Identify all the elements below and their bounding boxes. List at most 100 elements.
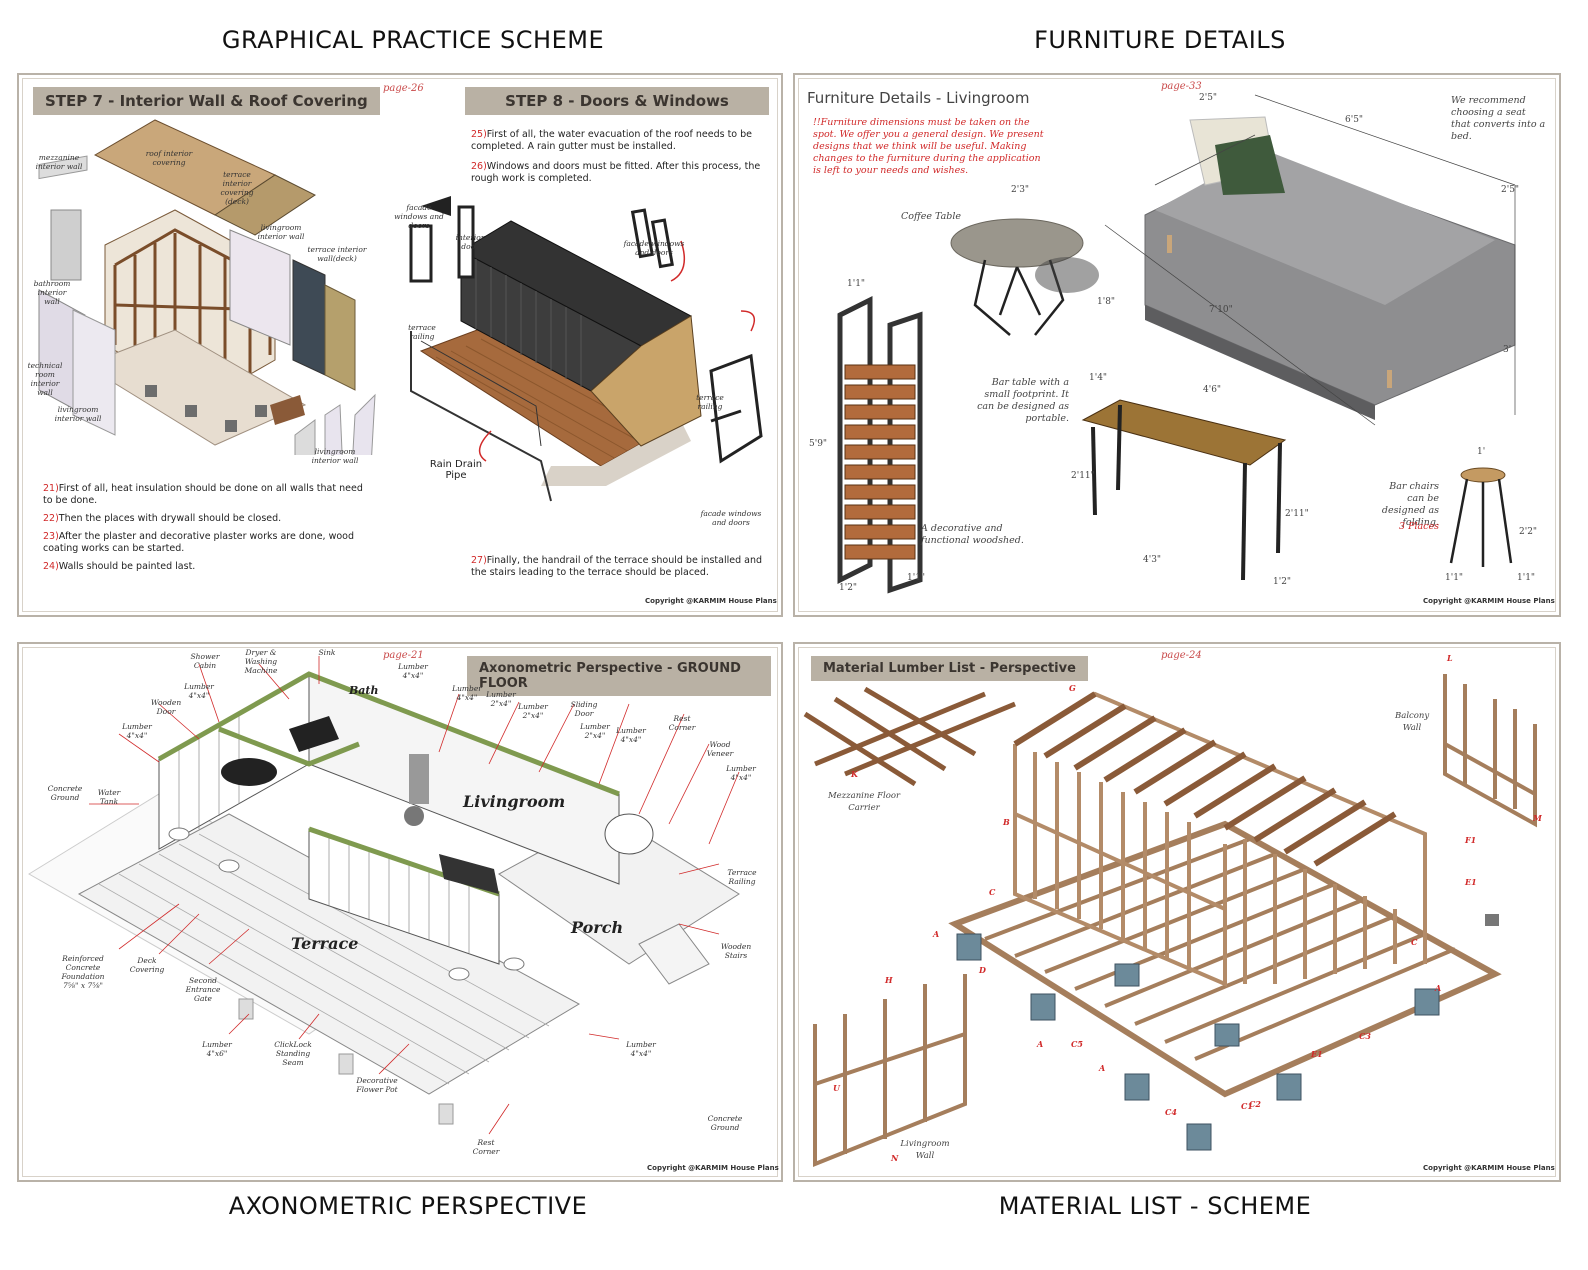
dim-coffee-width: 2'3" <box>1011 185 1030 195</box>
code-c1: C2 <box>1249 1099 1261 1109</box>
step8-illustration <box>409 196 763 502</box>
room-porch: Porch <box>571 918 624 937</box>
dim-bartable-height-2: 2'11" <box>1285 509 1309 519</box>
coffee-table-label: Coffee Table <box>901 211 961 222</box>
dim-woodshed-base2: 1'1" <box>907 573 926 583</box>
bar-chairs-note: Bar chairs can be designed as folding. <box>1381 481 1439 528</box>
label-facade-3: facade windows and doors <box>700 509 762 527</box>
label-terrace-railing: Terrace Railing <box>727 868 757 886</box>
dim-chair-base1: 1'1" <box>1445 573 1464 583</box>
code-a-4: A <box>1037 1039 1044 1049</box>
step8-title: STEP 8 - Doors & Windows <box>465 87 769 115</box>
note-21: 21)First of all, heat insulation should … <box>43 483 363 506</box>
label-lumber-9: Lumber 4"x4" <box>726 764 756 782</box>
panel-furniture-details: Furniture Details - Livingroom page-33 !… <box>793 73 1561 617</box>
caption-material-list: MATERIAL LIST - SCHEME <box>998 1192 1312 1220</box>
dim-bartable-height: 2'11" <box>1071 471 1095 481</box>
code-a-3: A <box>1099 1063 1106 1073</box>
dim-sofa-width: 6'5" <box>1345 115 1364 125</box>
woodshed-note: A decorative and functional woodshed. <box>921 523 1024 546</box>
step7-title: STEP 7 - Interior Wall & Roof Covering <box>33 87 380 115</box>
note-26: 26)Windows and doors must be fitted. Aft… <box>471 161 761 184</box>
code-e1-2: E1 <box>1311 1049 1323 1059</box>
sofa-note: We recommend choosing a seat that conver… <box>1451 95 1546 142</box>
label-terrace-railing-2: terrace railing <box>696 393 724 411</box>
label-wood-veneer: Wood Veneer <box>706 740 734 758</box>
balcony-label: Balcony Wall <box>1395 711 1430 733</box>
note-23: 23)After the plaster and decorative plas… <box>43 531 355 554</box>
bar-table-note: Bar table with a small footprint. It can… <box>977 377 1069 424</box>
code-a-2: A <box>1435 983 1442 993</box>
label-clicklock: ClickLock Standing Seam <box>274 1040 312 1067</box>
note-24: 24)Walls should be painted last. <box>43 561 196 572</box>
label-sliding-door: Sliding Door <box>570 700 598 718</box>
label-rest-corner: Rest Corner <box>668 714 696 732</box>
axonometric-title: Axonometric Perspective - GROUND FLOOR <box>467 656 771 696</box>
dim-woodshed-height: 5'9" <box>809 439 828 449</box>
code-n: N <box>891 1153 899 1163</box>
code-k: K <box>851 769 858 779</box>
label-technical-wall: technical room interior wall <box>27 361 63 397</box>
label-lumber-2: Lumber 4"x4" <box>184 682 214 700</box>
code-f1: F1 <box>1465 835 1477 845</box>
label-flower-pot: Decorative Flower Pot <box>356 1076 398 1094</box>
code-h: H <box>885 975 893 985</box>
label-concrete-ground: Concrete Ground <box>47 784 83 802</box>
dim-bartable-length: 4'6" <box>1203 385 1222 395</box>
code-c2: C3 <box>1359 1031 1371 1041</box>
room-bath: Bath <box>349 684 379 697</box>
label-rain-drain: Rain Drain Pipe <box>429 459 483 481</box>
label-terrace-covering: terrace interior covering (deck) <box>220 170 254 206</box>
dim-sofa-depth: 2'5" <box>1501 185 1520 195</box>
label-shower-cabin: Shower Cabin <box>190 652 220 670</box>
bar-chairs-places: 3 Places <box>1399 521 1439 532</box>
dim-bartable-base-2: 1'2" <box>1273 577 1292 587</box>
label-wooden-door: Wooden Door <box>150 698 182 716</box>
caption-furniture-details: FURNITURE DETAILS <box>1034 26 1286 54</box>
code-c-3: C1 <box>1241 1101 1253 1111</box>
note-22: 22)Then the places with drywall should b… <box>43 513 282 524</box>
material-title: Material Lumber List - Perspective <box>811 656 1088 681</box>
room-terrace: Terrace <box>291 934 359 953</box>
woodshed <box>837 295 923 594</box>
page-number: page-21 <box>383 650 424 661</box>
label-lumber-5: Lumber 2"x4" <box>486 690 516 708</box>
dim-sofa-length: 7'10" <box>1209 305 1233 315</box>
page-number: page-26 <box>383 83 424 94</box>
label-wooden-stairs: Wooden Stairs <box>720 942 752 960</box>
copyright: Copyright @KARMIM House Plans <box>1423 1164 1555 1172</box>
label-bathroom-wall: bathroom interior wall <box>33 279 71 306</box>
copyright: Copyright @KARMIM House Plans <box>647 1164 779 1172</box>
dim-woodshed-base1: 1'2" <box>839 583 858 593</box>
room-livingroom: Livingroom <box>463 792 566 811</box>
page-number: page-33 <box>1161 81 1202 92</box>
label-concrete-ground-2: Concrete Ground <box>707 1114 743 1132</box>
label-roof: roof interior covering <box>145 149 193 167</box>
caption-axonometric: AXONOMETRIC PERSPECTIVE <box>228 1192 588 1220</box>
label-lumber-3: Lumber 4"x4" <box>122 722 152 740</box>
panel-practice-scheme: STEP 7 - Interior Wall & Roof Covering p… <box>17 73 783 617</box>
dim-sofa-side: 3' <box>1503 345 1512 355</box>
code-c5: D <box>979 965 986 975</box>
caption-graphical-practice: GRAPHICAL PRACTICE SCHEME <box>221 26 605 54</box>
copyright: Copyright @KARMIM House Plans <box>645 597 777 605</box>
dim-sofa-height: 2'5" <box>1199 93 1218 103</box>
label-dryer: Dryer & Washing Machine <box>244 648 278 675</box>
label-terrace-railing: terrace railing <box>408 323 436 341</box>
label-lumber-11: Lumber 4"x4" <box>626 1040 656 1058</box>
code-c-1: C <box>989 887 996 897</box>
page-number: page-24 <box>1161 650 1202 661</box>
note-25: 25)First of all, the water evacuation of… <box>471 129 753 152</box>
label-lumber-8: Lumber 4"x4" <box>616 726 646 744</box>
label-sink: Sink <box>318 648 336 657</box>
code-u: U <box>833 1083 840 1093</box>
label-water-tank: Water Tank <box>97 788 121 806</box>
code-m: M <box>1533 813 1542 823</box>
label-lumber-4: Lumber 4"x4" <box>452 684 482 702</box>
label-second-entrance: Second Entrance Gate <box>185 976 221 1003</box>
note-27: 27)Finally, the handrail of the terrace … <box>471 555 763 578</box>
dim-bartable-base: 4'3" <box>1143 555 1162 565</box>
label-lumber-7: Lumber 2"x4" <box>580 722 610 740</box>
dim-woodshed-width: 1'1" <box>847 279 866 289</box>
code-a-1: A <box>933 929 940 939</box>
